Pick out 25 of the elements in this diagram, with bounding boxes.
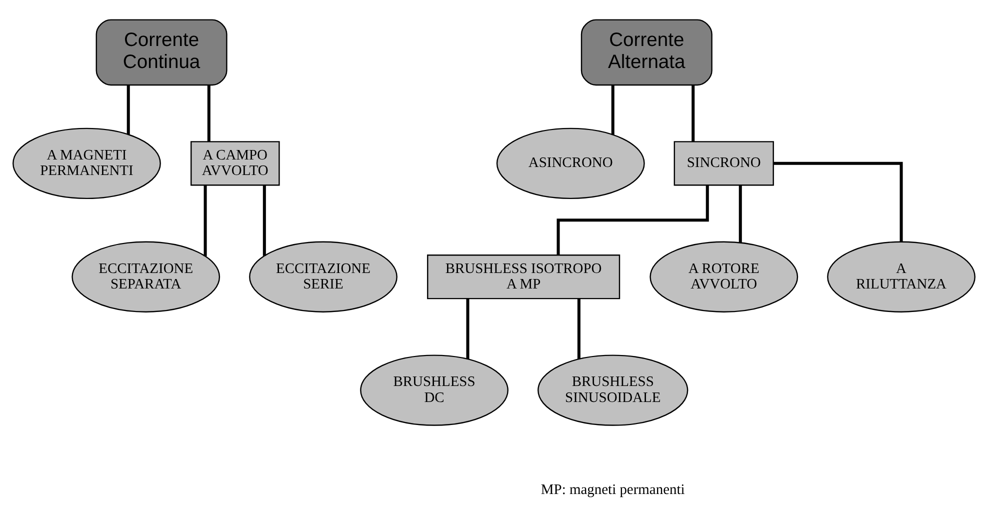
node-ellipse: A MAGNETI PERMANENTI (12, 127, 161, 199)
label: MP: magneti permanenti (540, 482, 685, 498)
connector (577, 298, 580, 359)
connector (774, 161, 903, 242)
node-box: SINCRONO (674, 140, 774, 186)
connector (738, 184, 742, 242)
connector (262, 184, 266, 256)
node-box: Corrente Alternata (580, 18, 712, 86)
connector (126, 84, 130, 134)
connector (692, 84, 695, 141)
node-ellipse: A RILUTTANZA (827, 240, 976, 312)
node-box: Corrente Continua (96, 18, 228, 86)
node-box: BRUSHLESS ISOTROPO A MP (427, 254, 620, 299)
node-box: A CAMPO AVVOLTO (190, 140, 280, 186)
node-ellipse: ASINCRONO (496, 127, 645, 199)
node-ellipse: ECCITAZIONE SERIE (249, 240, 398, 312)
node-ellipse: A ROTORE AVVOLTO (650, 240, 798, 312)
connector (207, 84, 210, 141)
connector (556, 184, 709, 255)
connector (466, 298, 470, 359)
node-ellipse: BRUSHLESS SINUSOIDALE (538, 354, 688, 426)
connector (611, 84, 614, 134)
node-ellipse: ECCITAZIONE SEPARATA (72, 240, 220, 312)
connector (204, 184, 207, 256)
node-ellipse: BRUSHLESS DC (360, 354, 508, 426)
